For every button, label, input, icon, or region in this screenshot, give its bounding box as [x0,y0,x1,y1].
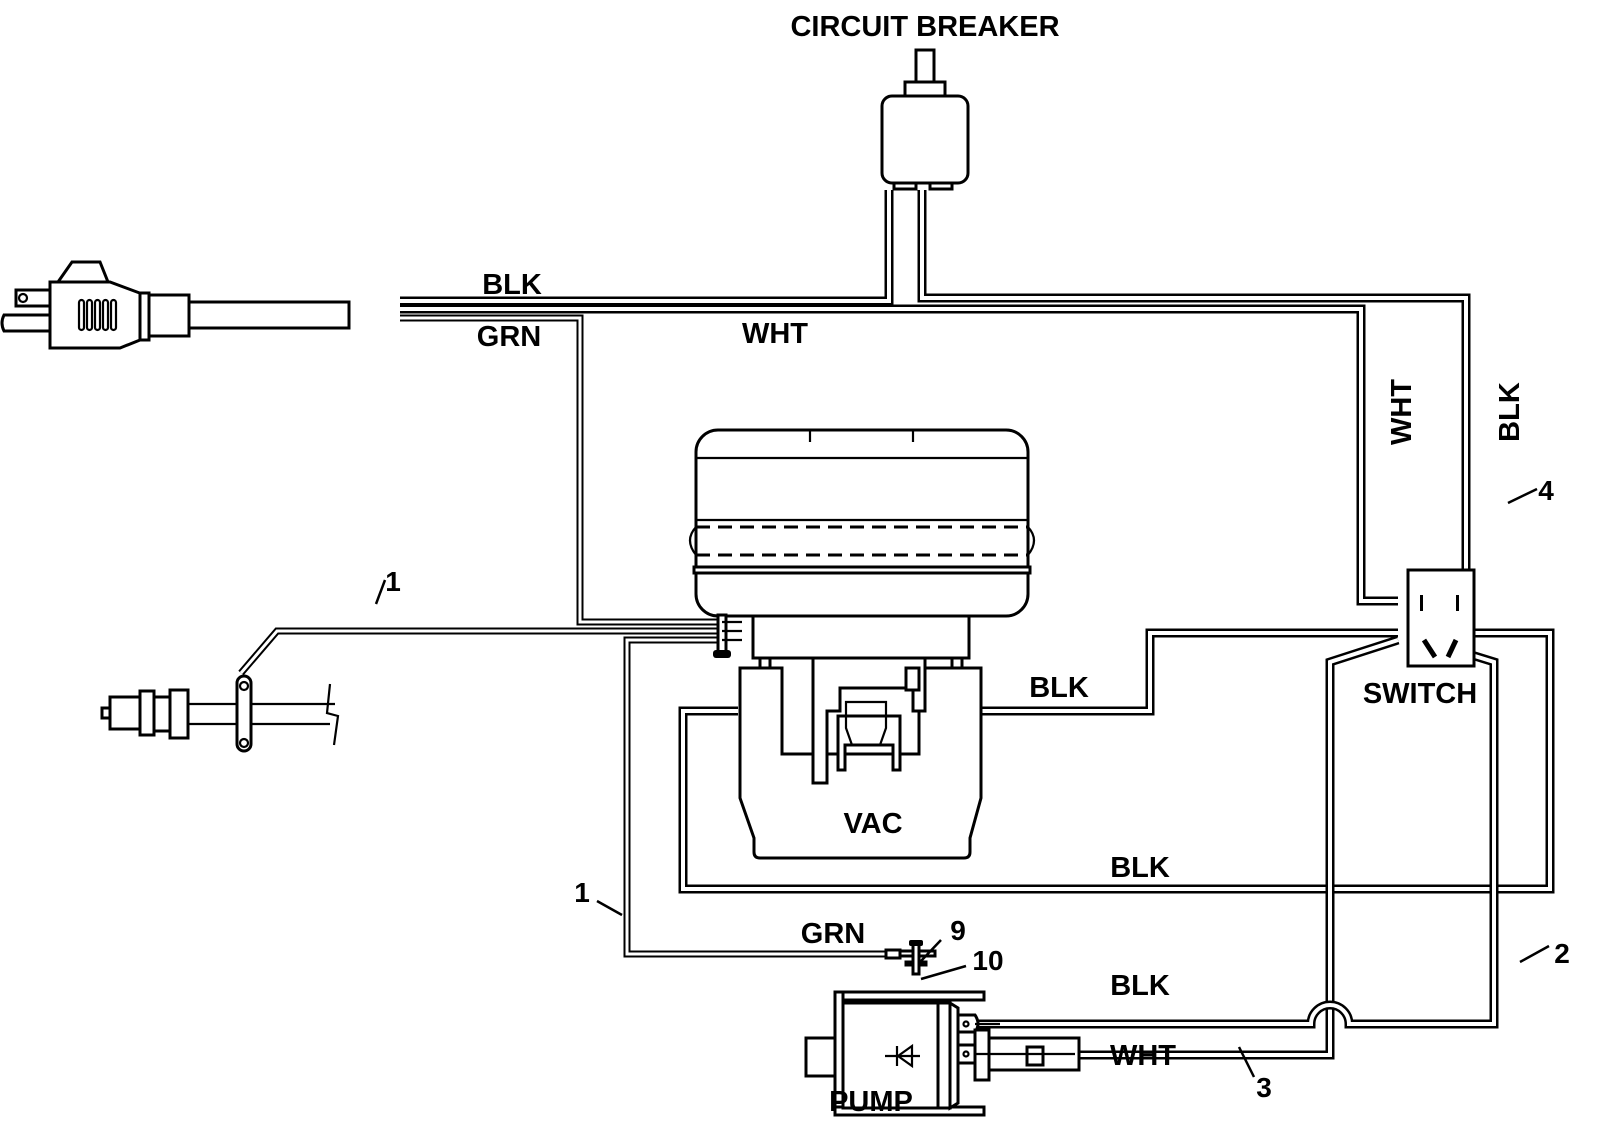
switch [1406,568,1476,668]
callout-10: 10 [972,945,1003,976]
vac-label: VAC [843,808,902,840]
leader-1-top [374,579,387,605]
wire-vac-blk-switch [963,628,1398,716]
leader-3 [1237,1046,1256,1078]
wire-label-vac-blk: BLK [1029,672,1089,704]
switch-label: SWITCH [1363,678,1477,710]
leader-9 [920,939,942,962]
wire-label-cord-wht: WHT [742,318,808,350]
wire-switch-pump-wht [968,635,1400,1060]
leader-4 [1507,487,1538,505]
wire-label-switch-wht: WHT [1386,379,1418,445]
callout-3: 3 [1256,1072,1272,1103]
wire-ground-qd [238,627,722,676]
diode-icon [885,1043,920,1069]
wire-switch-pump-blk [968,635,1499,1029]
leader-lines [374,487,1550,1078]
wires [238,190,1555,1060]
wire-label-loop-blk: BLK [1110,852,1170,884]
wire-label-switch-blk: BLK [1494,382,1526,442]
wire-label-pump-wht: WHT [1110,1040,1176,1072]
pump-label: PUMP [829,1086,913,1118]
leader-1-bottom [596,899,623,917]
callout-2: 2 [1554,938,1570,969]
wire-cord-blk [400,190,894,306]
wire-cord-wht [400,304,1398,606]
wire-label-pump-grn: GRN [801,918,865,950]
wire-cord-grn [400,314,722,626]
callout-1-bottom: 1 [574,877,590,908]
callout-1-top: 1 [385,566,401,597]
leader-10 [920,964,967,981]
quick-disconnect [100,674,340,753]
circuit-breaker-label: CIRCUIT BREAKER [790,11,1059,43]
plug-grip-ribs-icon [77,298,118,332]
pump [804,990,1081,1117]
power-plug [0,260,351,350]
vac-motor [688,428,1036,860]
wire-ground-pump [623,636,886,958]
wire-vac-loop-blk [678,628,1555,894]
leader-2 [1519,944,1550,964]
wire-label-pump-blk: BLK [1110,970,1170,1002]
callout-9: 9 [950,915,966,946]
wire-label-cord-grn: GRN [477,321,541,353]
callout-4: 4 [1538,475,1554,506]
wire-label-cord-blk: BLK [482,269,542,301]
ground-stud-vac [713,613,742,658]
circuit-breaker [880,48,970,191]
ground-screw-pump [884,940,937,976]
